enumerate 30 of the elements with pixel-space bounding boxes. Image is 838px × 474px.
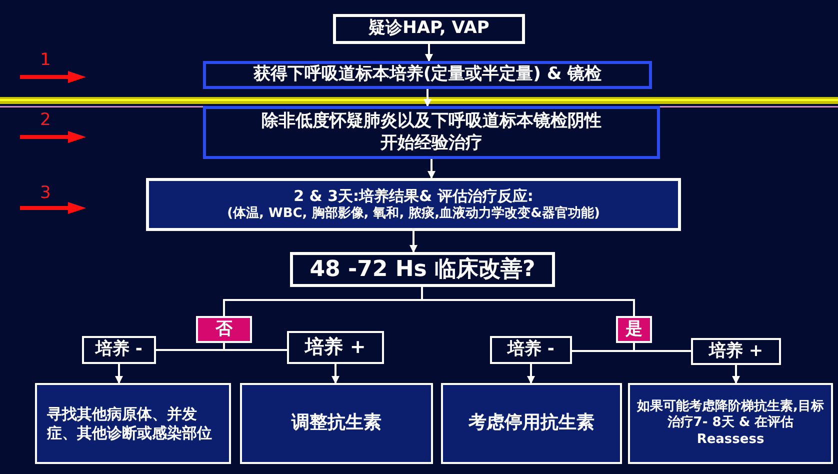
process-box: 寻找其他病原体、并发症、其他诊断或感染部位 (35, 383, 231, 464)
step-number: 3 (40, 183, 51, 203)
arrow (115, 364, 123, 384)
result-box: 培养 + (287, 331, 384, 364)
decision-tag: 否 (196, 316, 252, 343)
arrow (732, 365, 740, 384)
box-text: (体温, WBC, 胸部影像, 氧和, 脓痰,血液动力学改变&器官功能) (227, 206, 600, 222)
result-box: 培养 + (691, 338, 781, 365)
process-box: 调整抗生素 (240, 383, 433, 464)
question-box: 48 -72 Hs 临床改善? (290, 252, 555, 287)
result-box: 培养 - (490, 336, 572, 364)
result-box: 培养 - (82, 336, 156, 364)
arrow (424, 89, 432, 107)
process-box: 考虑停用抗生素 (441, 383, 622, 464)
arrow (410, 231, 418, 253)
arrow (332, 364, 340, 384)
connector-line (421, 287, 635, 316)
decision-tag: 是 (616, 316, 652, 343)
process-box: 疑诊HAP, VAP (333, 14, 525, 44)
arrow (425, 44, 433, 62)
arrow (428, 159, 436, 179)
step-number: 1 (40, 50, 51, 70)
process-box (146, 178, 681, 231)
process-box: 获得下呼吸道标本培养(定量或半定量) & 镜检 (203, 61, 652, 89)
process-box: 如果可能考虑降阶梯抗生素,目标治疗7- 8天 & 在评估Reassess (628, 383, 833, 464)
process-box: 除非低度怀疑肺炎以及下呼吸道标本镜检阴性开始经验治疗 (203, 106, 660, 159)
connector-line (633, 343, 691, 352)
box-heading: 2 & 3天:培养结果& 评估治疗反应: (294, 187, 534, 206)
step-number: 2 (40, 110, 51, 130)
arrow (527, 364, 535, 384)
